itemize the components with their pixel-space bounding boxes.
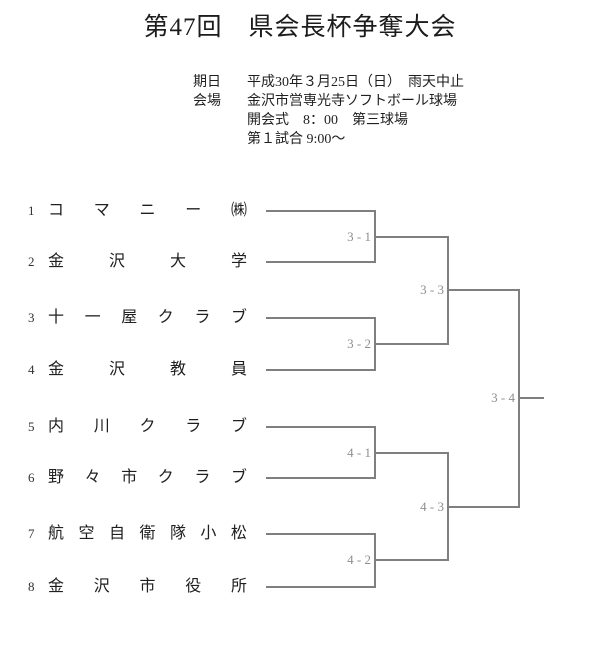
ceremony-value: 開会式 8：00 第三球場: [247, 113, 408, 128]
team-name: 航空自衛隊小松: [48, 525, 247, 542]
match-4-2-winner-line: [374, 559, 449, 561]
team-name: 内川クラブ: [48, 418, 247, 435]
event-date-row: 期日 平成30年３月25日（日） 雨天中止: [193, 73, 464, 92]
team4-line: [266, 369, 375, 371]
team-seed: 8: [28, 579, 35, 594]
match-3-3-winner-line: [447, 289, 520, 291]
match-label-4-3: 4 - 3: [420, 499, 444, 514]
page-title: 第47回 県会長杯争奪大会: [143, 14, 457, 41]
team-name: 金沢市役所: [48, 578, 247, 595]
match-3-1-winner-line: [374, 236, 449, 238]
team-row-8: 8 金沢市役所: [28, 576, 247, 597]
team8-line: [266, 586, 375, 588]
match-label-3-2: 3 - 2: [347, 336, 371, 351]
team-name: コマニー㈱: [48, 202, 247, 219]
team-name: 金沢大学: [48, 253, 247, 270]
team-seed: 1: [28, 203, 35, 218]
match-label-3-1: 3 - 1: [347, 229, 371, 244]
team-row-4: 4 金沢教員: [28, 359, 247, 380]
match-label-4-1: 4 - 1: [347, 445, 371, 460]
team-seed: 5: [28, 419, 35, 434]
match-4-3-winner-line: [447, 506, 520, 508]
match-label-3-4: 3 - 4: [491, 390, 515, 405]
event-info: 期日 平成30年３月25日（日） 雨天中止 会場 金沢市営専光寺ソフトボール球場…: [193, 73, 464, 149]
team-seed: 6: [28, 470, 35, 485]
team5-line: [266, 426, 375, 428]
team-row-3: 3 十一屋クラブ: [28, 307, 247, 328]
first-game-row: 第１試合 9:00～: [193, 130, 464, 149]
team1-line: [266, 210, 375, 212]
team-row-6: 6 野々市クラブ: [28, 467, 247, 488]
match-label-3-3: 3 - 3: [420, 282, 444, 297]
match-4-1-winner-line: [374, 452, 449, 454]
match-3-2-winner-line: [374, 343, 449, 345]
first-game-label-spacer: [193, 130, 247, 149]
team7-line: [266, 533, 375, 535]
team-seed: 2: [28, 254, 35, 269]
team3-line: [266, 317, 375, 319]
champion-line: [518, 397, 544, 399]
team2-line: [266, 261, 375, 263]
venue-label: 会場: [193, 94, 221, 109]
ceremony-row: 開会式 8：00 第三球場: [193, 111, 464, 130]
venue-value: 金沢市営専光寺ソフトボール球場: [247, 94, 457, 109]
team-name: 野々市クラブ: [48, 469, 247, 486]
first-game-value: 第１試合 9:00～: [247, 132, 346, 147]
match-label-4-2: 4 - 2: [347, 552, 371, 567]
team-seed: 3: [28, 310, 35, 325]
team-seed: 4: [28, 362, 35, 377]
date-label: 期日: [193, 75, 221, 90]
team-row-5: 5 内川クラブ: [28, 416, 247, 437]
team-name: 金沢教員: [48, 361, 247, 378]
ceremony-label-spacer: [193, 111, 247, 130]
team-row-7: 7 航空自衛隊小松: [28, 523, 247, 544]
team-seed: 7: [28, 526, 35, 541]
event-venue-row: 会場 金沢市営専光寺ソフトボール球場: [193, 92, 464, 111]
team-name: 十一屋クラブ: [48, 309, 247, 326]
team-row-2: 2 金沢大学: [28, 251, 247, 272]
team6-line: [266, 477, 375, 479]
team-row-1: 1 コマニー㈱: [28, 200, 247, 221]
date-value: 平成30年３月25日（日） 雨天中止: [247, 75, 464, 90]
